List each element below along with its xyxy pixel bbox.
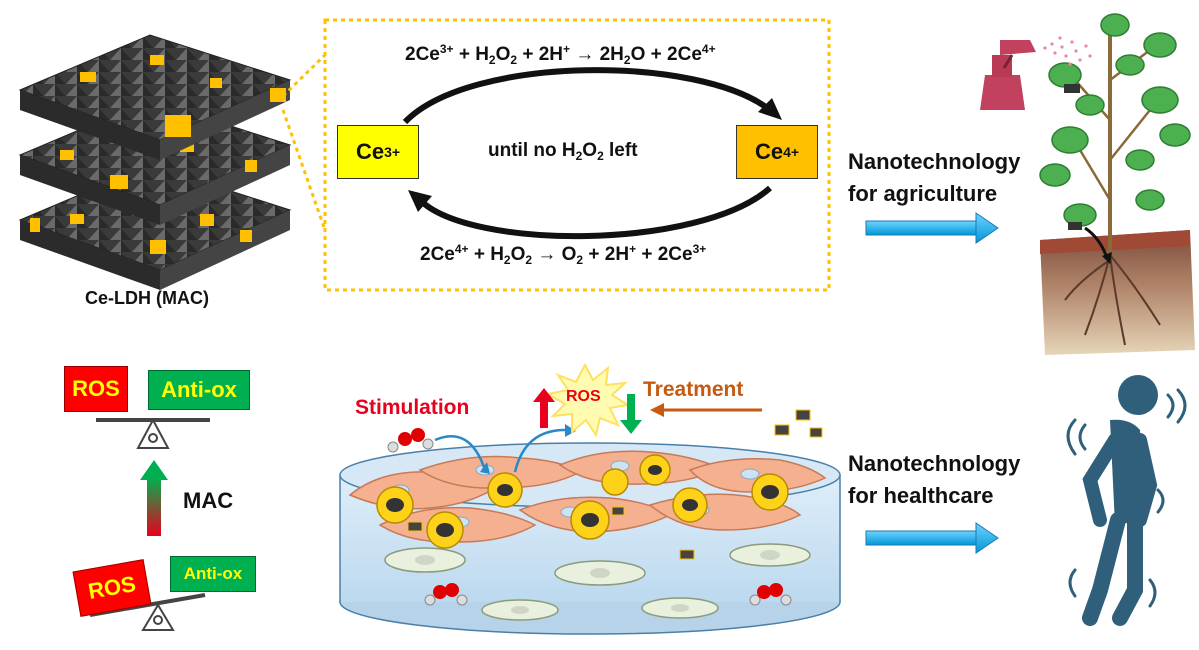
cycle-arc-bottom — [417, 185, 772, 240]
tremor-person-icon — [1066, 375, 1187, 626]
healthcare-line2: for healthcare — [848, 483, 994, 508]
arrow-right-icon — [865, 522, 999, 554]
water-molecule-icon — [424, 583, 468, 606]
layered-crystal-icon — [18, 34, 292, 290]
agriculture-line2: for agriculture — [848, 181, 998, 206]
water-molecule-icon — [387, 428, 434, 453]
arrow-right-icon — [865, 212, 999, 244]
plant-icon — [1039, 13, 1191, 264]
healthcare-label: Nanotechnology for healthcare — [848, 448, 1020, 512]
cycle-arc-top — [402, 67, 772, 125]
antiox-tag-unbalanced: Anti-ox — [170, 556, 256, 592]
agriculture-label: Nanotechnology for agriculture — [848, 146, 1020, 210]
zoom-line-upper — [281, 53, 327, 98]
equation-top: 2Ce3+ + H2O2 + 2H+ → 2H2O + 2Ce4+ — [405, 42, 716, 67]
cycle-middle-text: until no H2O2 left — [488, 140, 638, 163]
treatment-label: Treatment — [643, 378, 744, 401]
water-molecule-icon — [749, 583, 792, 606]
zoom-line-lower — [281, 109, 327, 231]
material-label: Ce-LDH (MAC) — [85, 288, 209, 308]
ros-burst-icon — [545, 362, 631, 438]
mac-arrow-icon — [140, 460, 168, 536]
ros-burst-label: ROS — [566, 388, 601, 405]
cell-dish-icon — [339, 409, 841, 635]
mac-label: MAC — [183, 488, 234, 513]
soil-icon — [1040, 230, 1195, 355]
ros-tag-balanced: ROS — [64, 366, 128, 412]
agriculture-line1: Nanotechnology — [848, 149, 1021, 174]
balance-scale-icon — [96, 417, 210, 449]
redox-cycle-frame — [323, 18, 831, 292]
antiox-tag-balanced: Anti-ox — [148, 370, 250, 410]
cycle-arrowhead-bottom — [408, 190, 432, 212]
stimulation-label: Stimulation — [355, 396, 470, 419]
spray-bottle-icon — [980, 36, 1092, 110]
cycle-arrowhead-top — [758, 98, 782, 120]
healthcare-line1: Nanotechnology — [848, 451, 1021, 476]
equation-bottom: 2Ce4+ + H2O2 → O2 + 2H+ + 2Ce3+ — [420, 242, 707, 267]
